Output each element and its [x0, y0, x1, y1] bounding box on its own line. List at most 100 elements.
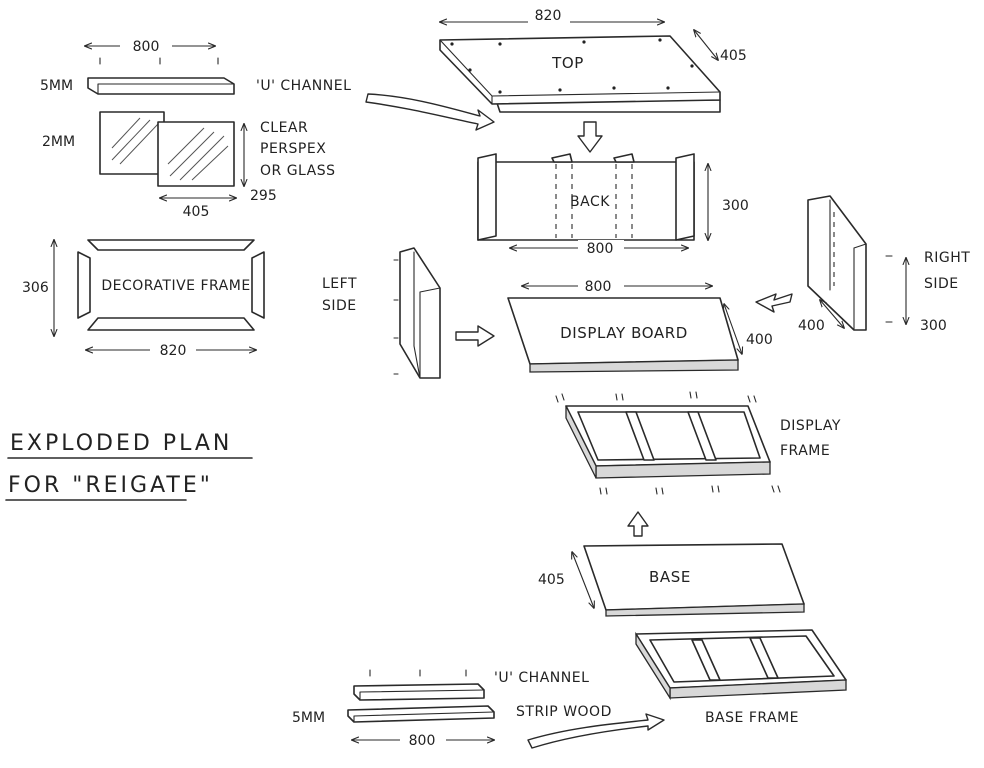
base-frame-divider-2: [749, 637, 779, 679]
display-board-part: 800 DISPLAY BOARD 400: [507, 278, 773, 373]
decorative-frame-left-rail: [77, 251, 91, 319]
base-frame-part: BASE FRAME: [635, 629, 847, 726]
left-side-edges: [413, 251, 441, 379]
base-board-edge: [605, 603, 805, 617]
display-frame-inner: [577, 411, 761, 461]
base-label: BASE: [649, 568, 691, 586]
base-frame-inner: [649, 635, 835, 683]
top-depth: 405: [720, 48, 747, 64]
arrow-base-to-display-frame: [627, 511, 649, 537]
dim-bg: [578, 240, 624, 256]
top-screw-holes: [450, 38, 694, 94]
display-board-edge: [529, 359, 739, 373]
dim-bg: [578, 278, 624, 294]
back-width: 800: [587, 241, 614, 257]
right-side-panel: [807, 195, 867, 331]
display-board-depth: 400: [746, 332, 773, 348]
u-channel-top-part: 800 5MM 'U' CHANNEL: [40, 36, 351, 95]
u-channel-top-thickness: 5MM: [40, 78, 73, 94]
display-board-label: DISPLAY BOARD: [560, 324, 688, 342]
back-height: 300: [722, 198, 749, 214]
base-board: [583, 543, 805, 611]
perspex-label-line3: OR GLASS: [260, 163, 336, 179]
curved-arrow-strip-to-base-frame: [527, 713, 665, 749]
base-part: BASE 405: [538, 543, 805, 617]
title-line1: EXPLODED PLAN: [10, 431, 232, 456]
decorative-frame-part: DECORATIVE FRAME 306 820: [22, 239, 265, 359]
right-side-depth-dimension: [820, 300, 844, 328]
decorative-frame-width: 820: [160, 343, 187, 359]
u-channel-bottom-part: 5MM 'U' CHANNEL STRIP WOOD 800: [292, 669, 612, 749]
display-board-width: 800: [585, 279, 612, 295]
decorative-frame-right-rail: [251, 251, 265, 319]
base-depth-dimension: [572, 552, 594, 608]
right-side-depth: 400: [798, 318, 825, 334]
back-tab-1: [551, 153, 573, 163]
right-side-label-line1: RIGHT: [924, 250, 970, 266]
title-line2: FOR "REIGATE": [8, 473, 213, 498]
drawing-title: EXPLODED PLAN FOR "REIGATE": [5, 431, 253, 501]
decorative-frame-height: 306: [22, 280, 49, 296]
u-channel-bottom-label: 'U' CHANNEL: [494, 670, 589, 686]
display-frame-divider-1: [625, 411, 655, 461]
display-board-depth-dimension: [724, 304, 742, 354]
u-channel-top-shape: [87, 77, 235, 95]
perspex-sheet-1-hatch: [111, 117, 159, 165]
top-width: 820: [535, 8, 562, 24]
perspex-sheet-2-hatch: [167, 127, 229, 181]
strip-wood-edges: [353, 711, 495, 723]
curved-arrow-u-channel-to-top: [365, 93, 495, 131]
decorative-frame-top-rail: [87, 239, 255, 251]
dim-bg: [528, 8, 570, 24]
arrow-left-side-to-board: [455, 325, 495, 347]
right-side-part: RIGHT SIDE 300 400: [798, 195, 970, 334]
display-frame-part: DISPLAY FRAME: [555, 391, 841, 495]
decorative-frame-label: DECORATIVE FRAME: [101, 278, 250, 294]
decorative-frame-bottom-rail: [87, 317, 255, 331]
display-frame-divider-2: [687, 411, 717, 461]
base-frame-divider-1: [691, 639, 721, 681]
top-board-edges: [439, 39, 721, 105]
u-channel-bottom-edges: [359, 689, 485, 701]
display-frame-label-line1: DISPLAY: [780, 418, 841, 434]
base-frame-label: BASE FRAME: [705, 710, 799, 726]
u-channel-top-length: 800: [133, 39, 160, 55]
left-side-label-line2: SIDE: [322, 298, 357, 314]
u-channel-bottom-length: 800: [409, 733, 436, 749]
u-channel-top-label: 'U' CHANNEL: [256, 78, 351, 94]
perspex-part: 2MM 405 295 CLEAR PERSPEX OR GLASS: [42, 111, 336, 220]
top-board-outline: [439, 35, 721, 105]
dim-bg: [400, 730, 446, 748]
base-frame-side-edge: [635, 631, 671, 701]
back-tab-2: [613, 153, 635, 163]
back-right-post: [675, 153, 695, 241]
display-frame-nail-marks: [555, 391, 781, 495]
arrow-top-to-back: [577, 121, 603, 153]
top-depth-dimension: [694, 30, 718, 60]
back-label: BACK: [570, 194, 610, 210]
top-part: 820 TOP 405: [439, 8, 747, 113]
display-frame-label-line2: FRAME: [780, 443, 830, 459]
perspex-thickness: 2MM: [42, 134, 75, 150]
back-left-post: [477, 153, 497, 241]
u-channel-bottom-shape: [353, 683, 485, 701]
left-side-part: LEFT SIDE: [322, 247, 441, 379]
u-channel-bottom-thickness: 5MM: [292, 710, 325, 726]
u-channel-top-edges: [97, 83, 235, 95]
right-side-label-line2: SIDE: [924, 276, 959, 292]
perspex-height: 295: [250, 188, 277, 204]
perspex-label-line1: CLEAR: [260, 120, 308, 136]
strip-wood-label: STRIP WOOD: [516, 704, 612, 720]
perspex-label-line2: PERSPEX: [260, 141, 326, 157]
right-side-height: 300: [920, 318, 947, 334]
perspex-sheet-1: [99, 111, 165, 175]
base-depth: 405: [538, 572, 565, 588]
display-frame-side-edge: [565, 405, 597, 479]
left-side-label-line1: LEFT: [322, 276, 357, 292]
top-label: TOP: [551, 54, 584, 72]
right-side-edges: [829, 199, 867, 331]
arrow-right-side-to-board: [755, 293, 793, 313]
back-part: BACK 300 800: [477, 153, 749, 257]
dim-bg: [120, 36, 172, 54]
